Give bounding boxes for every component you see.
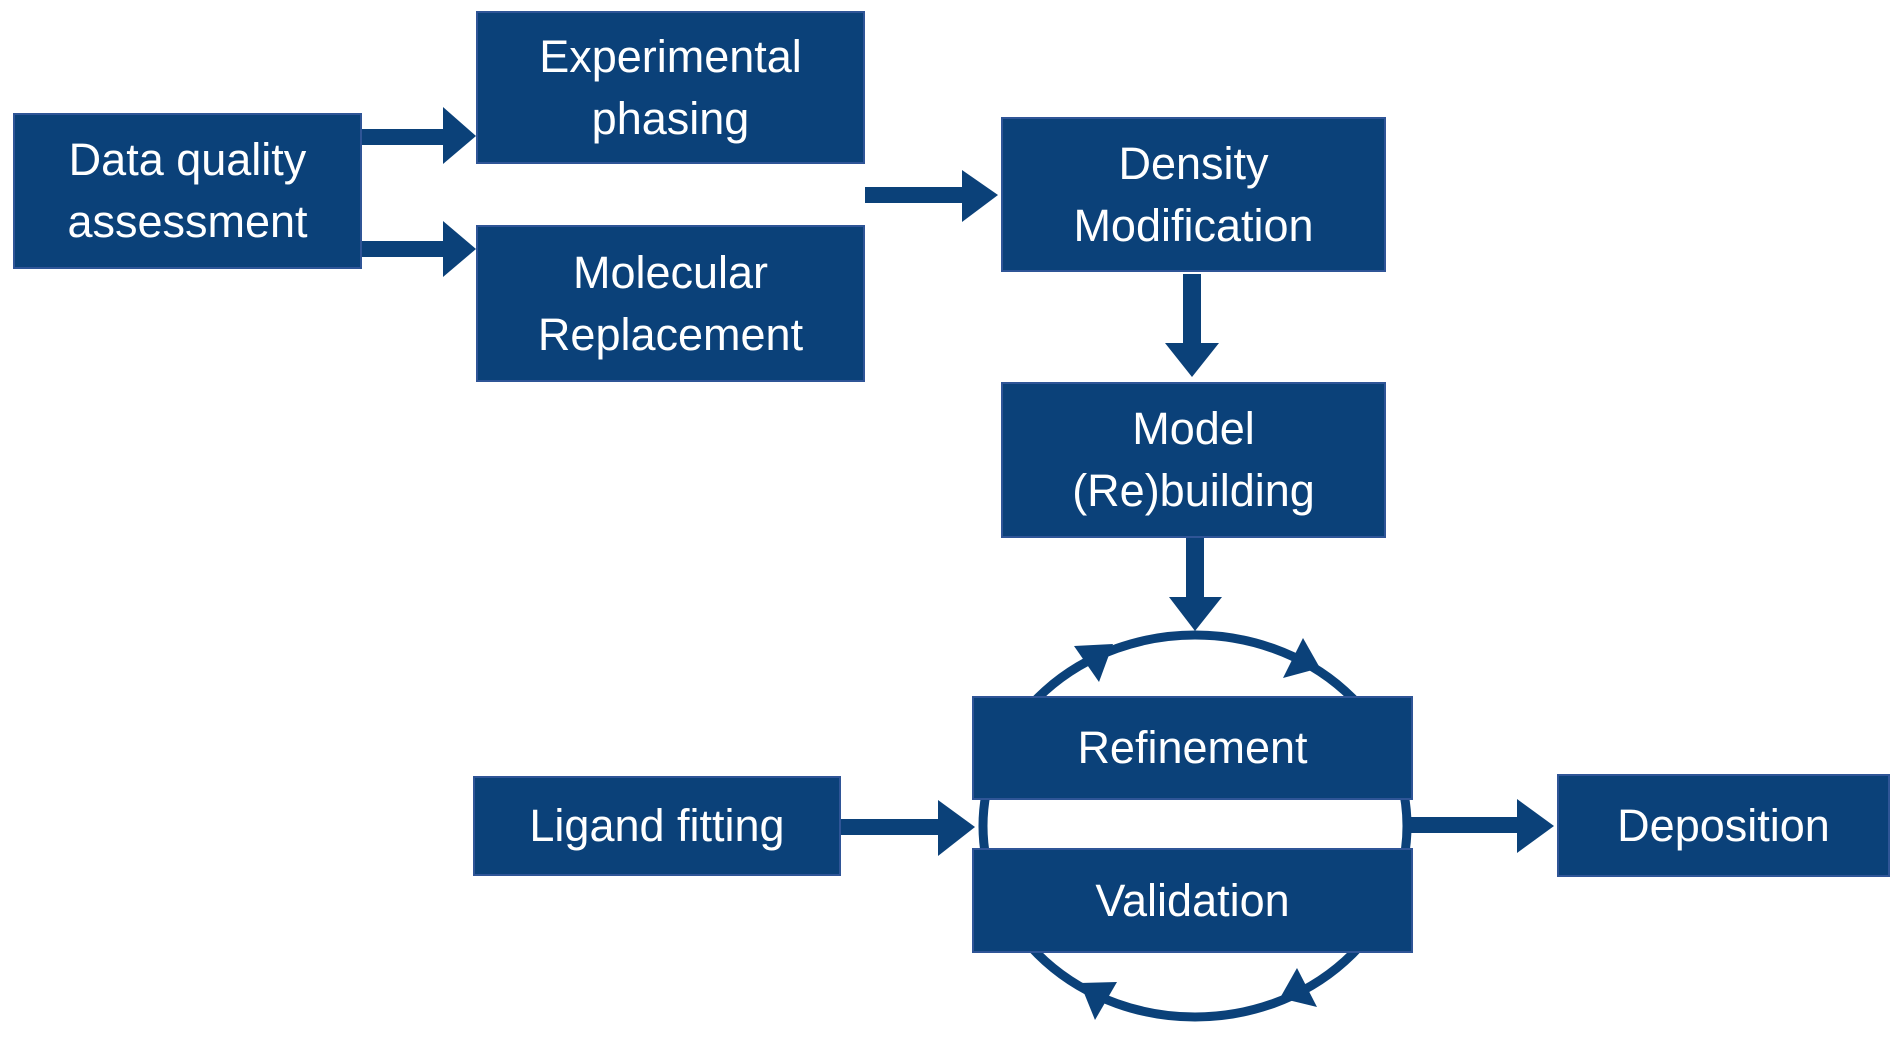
cycle-arrowhead-bottom-left bbox=[1080, 982, 1117, 1020]
node-label: assessment bbox=[67, 196, 308, 247]
arrow-cycle-to-deposition bbox=[1408, 799, 1554, 853]
node-label: Ligand fitting bbox=[529, 800, 785, 851]
node-label: (Re)building bbox=[1072, 465, 1315, 516]
node-label: Experimental bbox=[539, 30, 802, 82]
arrow-data-quality-to-molecular-replacement bbox=[362, 221, 476, 277]
node-label: Validation bbox=[1095, 874, 1290, 926]
node-data-quality-assessment: Data quality assessment bbox=[13, 113, 362, 269]
node-ligand-fitting: Ligand fitting bbox=[473, 776, 841, 876]
node-label: Molecular bbox=[572, 246, 769, 298]
cycle-arrowhead-bottom-right bbox=[1280, 968, 1317, 1007]
arrow-data-quality-to-experimental bbox=[362, 107, 476, 164]
node-refinement: Refinement bbox=[972, 696, 1413, 800]
node-model-rebuilding: Model (Re)building bbox=[1001, 382, 1386, 538]
node-label: Density bbox=[1118, 137, 1269, 189]
node-label: Modification bbox=[1073, 199, 1314, 251]
node-label: Model bbox=[1132, 403, 1255, 454]
node-label: Replacement bbox=[537, 308, 804, 360]
node-deposition: Deposition bbox=[1557, 774, 1890, 877]
node-label: Refinement bbox=[1077, 722, 1308, 773]
node-experimental-phasing: Experimental phasing bbox=[476, 11, 865, 164]
cycle-arrowhead-top-left bbox=[1074, 644, 1113, 682]
refinement-cycle-loop bbox=[978, 630, 1412, 1022]
arrow-density-to-model bbox=[1165, 274, 1219, 377]
node-label: Deposition bbox=[1617, 799, 1830, 851]
cycle-arrowhead-top-right bbox=[1283, 638, 1320, 678]
node-validation: Validation bbox=[972, 848, 1413, 953]
arrow-phasing-to-density-modification bbox=[865, 170, 998, 222]
arrow-ligand-to-cycle bbox=[841, 800, 975, 856]
node-label: phasing bbox=[591, 92, 750, 144]
arrow-model-to-cycle bbox=[1169, 538, 1222, 631]
node-label: Data quality bbox=[68, 134, 307, 185]
